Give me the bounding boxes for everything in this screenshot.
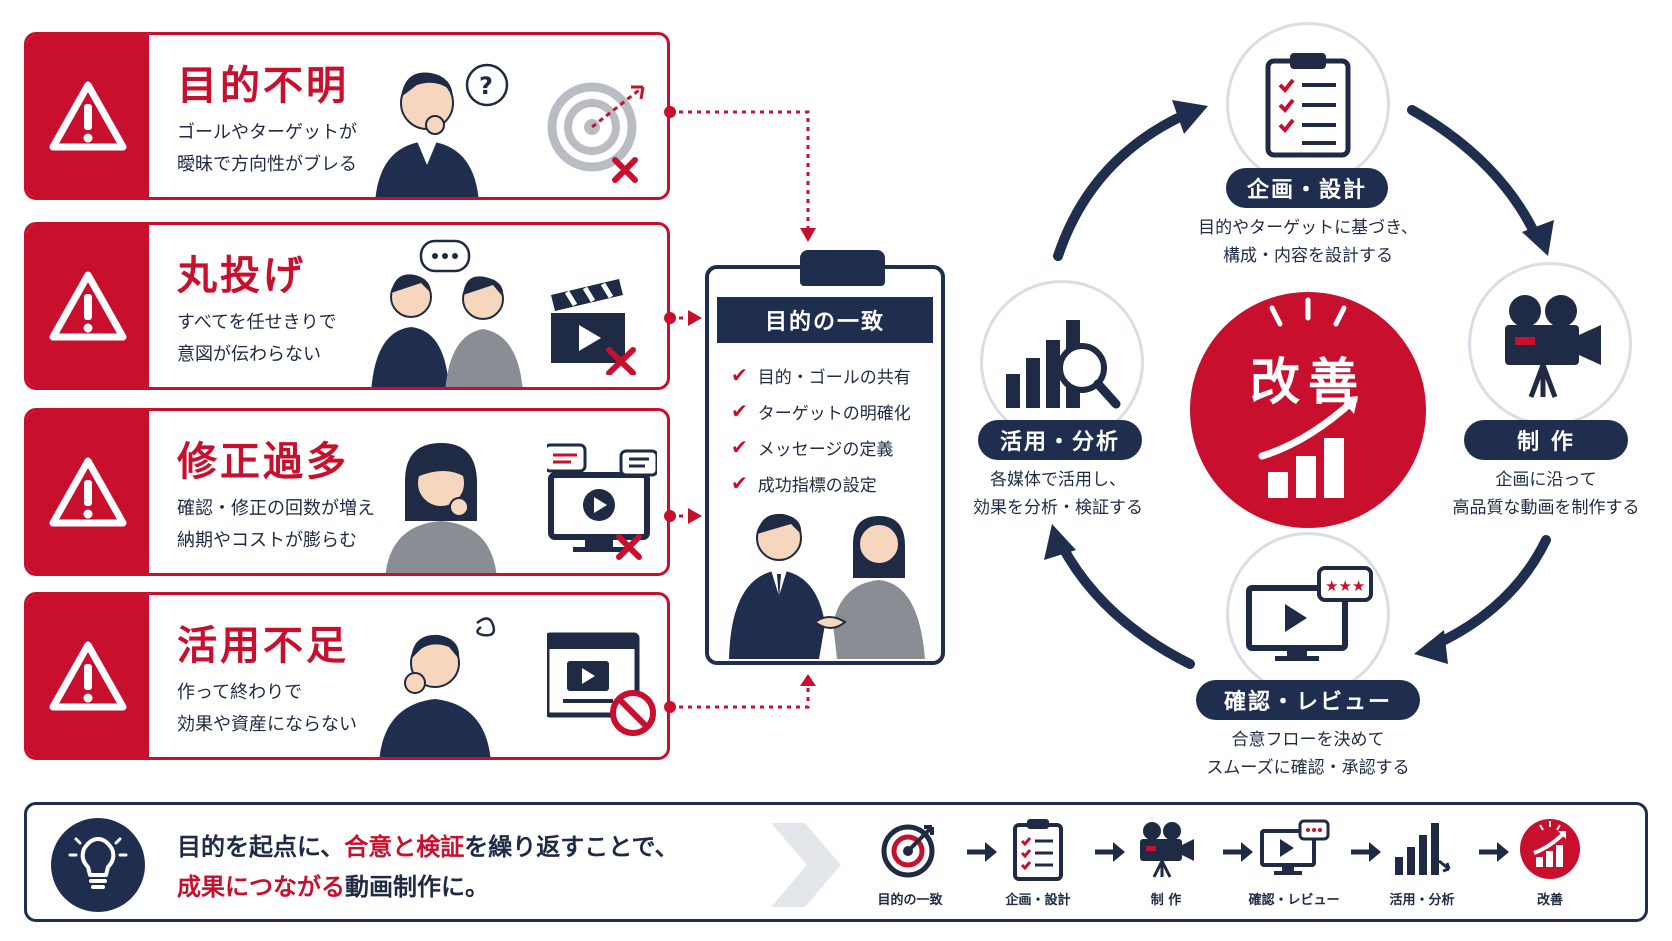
problem-desc: 確認・修正の回数が増え納期やコストが膨らむ	[177, 498, 375, 551]
flow-step-plan: 企画・設計	[983, 815, 1093, 908]
flow-step-production: 制 作	[1111, 815, 1221, 908]
production-desc: 企画に沿って高品質な動画を制作する	[1452, 470, 1640, 518]
problem-card-1: 目的不明 ゴールやターゲットが曖昧で方向性がブレる ?	[24, 32, 670, 200]
review-node-circle: ★★★	[1226, 532, 1390, 696]
problem-card-4: 活用不足 作って終わりで効果や資産にならない	[24, 592, 670, 760]
analysis-node-circle	[980, 280, 1144, 444]
arrow-right-icon	[1479, 842, 1509, 862]
check-icon: ✔	[731, 399, 748, 423]
checklist-item: ✔ターゲットの明確化	[731, 399, 911, 424]
warning-icon	[27, 411, 149, 573]
checklist-item: ✔成功指標の設定	[731, 471, 877, 496]
check-icon: ✔	[731, 435, 748, 459]
warning-icon	[27, 35, 149, 197]
plan-label-pill: 企画・設計	[1226, 168, 1388, 208]
check-icon: ✔	[731, 471, 748, 495]
improvement-label: 改善	[1250, 353, 1366, 411]
target-icon	[881, 824, 935, 878]
flow-step-improvement: 改善	[1495, 815, 1605, 908]
problem-card-2: 丸投げ すべてを任せきりで意図が伝わらない	[24, 222, 670, 390]
summary-message: 目的を起点に、合意と検証を繰り返すことで、 成果につながる動画制作に。	[177, 833, 679, 901]
clapperboard-icon	[551, 279, 636, 375]
production-label-pill: 制 作	[1464, 420, 1628, 460]
arrow-right-icon	[1351, 842, 1381, 862]
checklist-item: ✔メッセージの定義	[731, 435, 894, 460]
plan-node-circle	[1226, 22, 1390, 186]
chart-magnifier-icon	[1006, 320, 1121, 409]
analysis-desc: 各媒体で活用し、効果を分析・検証する	[973, 470, 1143, 518]
check-icon: ✔	[731, 363, 748, 387]
improvement-center: 改善	[1190, 292, 1426, 528]
handshake-illustration	[729, 513, 925, 659]
chevron-right-icon	[771, 823, 841, 907]
target-miss-icon	[547, 82, 645, 183]
lightbulb-icon	[51, 818, 145, 912]
clipboard-checklist-icon	[1265, 53, 1351, 158]
alignment-checklist: ✔目的・ゴールの共有 ✔ターゲットの明確化 ✔メッセージの定義 ✔成功指標の設定	[731, 357, 911, 501]
problem-desc: ゴールやターゲットが曖昧で方向性がブレる	[177, 122, 357, 175]
flow-step-purpose: 目的の一致	[855, 815, 965, 908]
production-node-circle	[1468, 262, 1632, 426]
clipboard-clip	[800, 250, 885, 286]
problem-title: 活用不足	[177, 623, 349, 669]
video-prohibited-icon	[547, 632, 656, 736]
review-label-pill: 確認・レビュー	[1196, 680, 1420, 720]
improvement-icon	[1520, 819, 1580, 879]
problem-card-3: 修正過多 確認・修正の回数が増え納期やコストが膨らむ	[24, 408, 670, 576]
warning-icon	[27, 225, 149, 387]
two-people-talking-illustration	[371, 239, 523, 387]
video-camera-icon	[1505, 295, 1601, 398]
clipboard-title: 目的の一致	[717, 297, 933, 343]
clipboard-checklist-icon	[1013, 819, 1063, 881]
confused-man-illustration: ?	[375, 63, 509, 197]
growth-chart-icon	[1258, 297, 1358, 498]
checklist-item: ✔目的・ゴールの共有	[731, 363, 911, 388]
monitor-review-icon	[1260, 819, 1330, 875]
arrow-right-icon	[1095, 842, 1125, 862]
purpose-alignment-clipboard: 目的の一致 ✔目的・ゴールの共有 ✔ターゲットの明確化 ✔メッセージの定義 ✔成…	[705, 265, 945, 665]
summary-banner: 目的を起点に、合意と検証を繰り返すことで、 成果につながる動画制作に。 目的の一…	[24, 802, 1648, 922]
arrow-right-icon	[1223, 842, 1253, 862]
svg-text:★★★: ★★★	[1325, 577, 1365, 595]
monitor-review-icon: ★★★	[1246, 566, 1373, 661]
plan-desc: 目的やターゲットに基づき、構成・内容を設計する	[1198, 218, 1418, 266]
video-comments-icon	[547, 443, 657, 560]
problem-title: 目的不明	[177, 63, 349, 109]
problem-title: 修正過多	[177, 439, 349, 485]
bar-chart-icon	[1395, 823, 1451, 875]
analysis-label-pill: 活用・分析	[978, 420, 1142, 460]
problem-desc: すべてを任せきりで意図が伝わらない	[177, 312, 337, 365]
flow-step-review: 確認・レビュー	[1239, 815, 1349, 908]
video-camera-icon	[1140, 822, 1194, 878]
flow-step-analysis: 活用・分析	[1367, 815, 1477, 908]
worried-woman-illustration	[385, 443, 497, 573]
troubled-man-illustration	[379, 617, 496, 757]
warning-icon	[27, 595, 149, 757]
svg-text:?: ?	[479, 72, 493, 100]
problem-title: 丸投げ	[177, 253, 306, 299]
arrow-right-icon	[967, 842, 997, 862]
problem-desc: 作って終わりで効果や資産にならない	[177, 682, 357, 735]
review-desc: 合意フローを決めてスムーズに確認・承認する	[1206, 730, 1410, 778]
